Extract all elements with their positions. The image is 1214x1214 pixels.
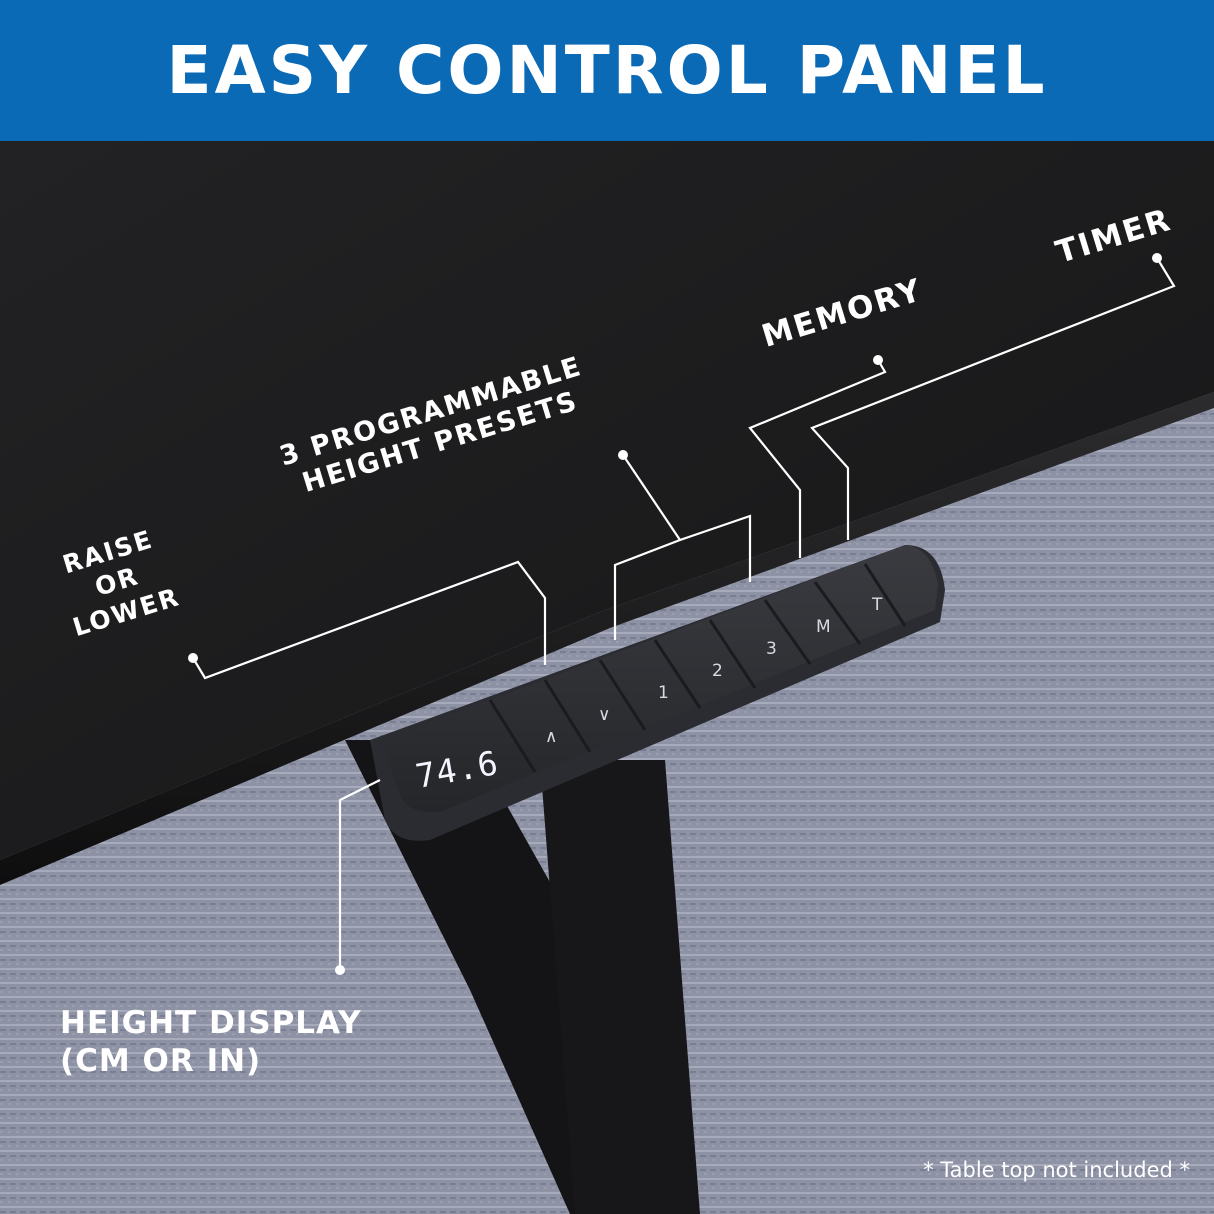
panel-keys[interactable]: ∧ ∨ 1 2 3 M T bbox=[545, 595, 883, 747]
height-display-label: HEIGHT DISPLAY (CM OR IN) bbox=[60, 1005, 362, 1081]
title-banner: EASY CONTROL PANEL bbox=[0, 0, 1214, 141]
leader-raise bbox=[192, 560, 547, 680]
leader-height-display bbox=[338, 779, 381, 970]
desktop-surface bbox=[0, 141, 1214, 860]
leader-dots bbox=[188, 253, 1162, 975]
key-timer[interactable]: T bbox=[871, 595, 883, 615]
height-display-line-2: (CM OR IN) bbox=[60, 1042, 262, 1079]
leader-presets bbox=[613, 454, 682, 640]
key-preset-3[interactable]: 3 bbox=[766, 639, 777, 659]
leader-lines bbox=[192, 257, 1176, 970]
leader-timer bbox=[810, 257, 1176, 540]
height-display-line-1: HEIGHT DISPLAY bbox=[60, 1005, 362, 1041]
leader-presets-branch bbox=[679, 514, 752, 582]
desk-leg-upright bbox=[540, 760, 700, 1214]
key-preset-2[interactable]: 2 bbox=[712, 661, 723, 681]
banner-title: EASY CONTROL PANEL bbox=[166, 32, 1048, 109]
leader-memory bbox=[748, 359, 887, 558]
key-memory[interactable]: M bbox=[816, 617, 831, 637]
footnote: * Table top not included * bbox=[923, 1158, 1190, 1182]
key-separators bbox=[488, 563, 907, 773]
desktop-edge bbox=[0, 392, 1214, 885]
key-preset-1[interactable]: 1 bbox=[658, 683, 669, 703]
key-down[interactable]: ∨ bbox=[598, 705, 610, 725]
key-up[interactable]: ∧ bbox=[545, 727, 557, 747]
